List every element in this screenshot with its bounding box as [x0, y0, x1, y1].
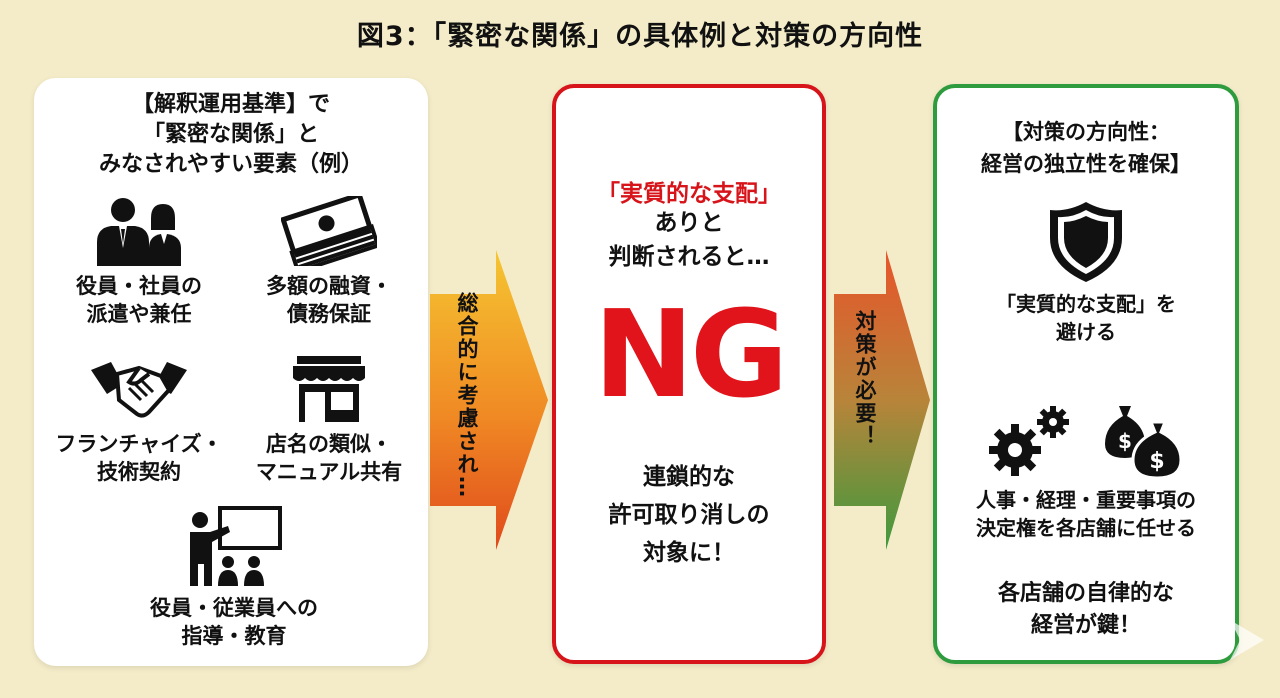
arrow-considered: [430, 250, 548, 550]
storefront-icon: [293, 356, 365, 422]
svg-text:$: $: [1149, 449, 1164, 474]
svg-text:$: $: [1118, 429, 1132, 453]
ng-label: NG: [593, 286, 789, 425]
gears-icon: [989, 406, 1069, 476]
element-caption: 店名の類似・ マニュアル共有: [255, 432, 403, 484]
ng-panel: 「実質的な支配」 ありと 判断されると… NG 連鎖的な 許可取り消しの 対象に…: [552, 84, 826, 664]
element-caption: 役員・従業員への 指導・教育: [150, 596, 318, 648]
elements-panel: 【解釈運用基準】で 「緊密な関係」と みなされやすい要素（例） 役員・社員の 派…: [34, 78, 428, 666]
element-item-franchise: フランチャイズ・ 技術契約: [54, 354, 224, 486]
judged-text: ありと 判断されると…: [608, 210, 770, 270]
element-item-dispatch: 役員・社員の 派遣や兼任: [54, 196, 224, 328]
shield-icon: [1050, 202, 1122, 282]
countermeasure-panel: 【対策の方向性： 経営の独立性を確保】 「実質的な支配」を 避ける: [933, 84, 1239, 664]
countermeasure-heading: 【対策の方向性： 経営の独立性を確保】: [981, 120, 1191, 176]
arrow-considered-label: 総合的に考慮され…: [455, 292, 479, 499]
elements-heading: 【解釈運用基準】で 「緊密な関係」と みなされやすい要素（例）: [98, 92, 363, 177]
money-stack-icon: [281, 196, 377, 266]
presentation-teacher-icon: [190, 506, 282, 586]
element-item-training: 役員・従業員への 指導・教育: [134, 504, 334, 650]
conclusion-text: 各店舗の自律的な 経営が鍵！: [997, 581, 1174, 638]
element-caption: フランチャイズ・ 技術契約: [55, 432, 223, 484]
arrow-needed: [834, 250, 930, 550]
substantial-control-label: 「実質的な支配」: [597, 181, 781, 207]
money-bags-icon: $ $: [1105, 406, 1183, 480]
handshake-icon: [91, 362, 187, 418]
element-caption: 多額の融資・ 債務保証: [266, 274, 392, 326]
countermeasure-caption: 「実質的な支配」を 避ける: [996, 292, 1176, 344]
countermeasure-caption: 人事・経理・重要事項の 決定権を各店舗に任せる: [976, 488, 1196, 540]
figure-title: 図3：「緊密な関係」の具体例と対策の方向性: [356, 21, 924, 52]
arrow-needed-label: 対策が必要！: [853, 310, 877, 448]
countermeasure-avoid-control: 「実質的な支配」を 避ける: [937, 200, 1235, 346]
element-caption: 役員・社員の 派遣や兼任: [76, 274, 202, 326]
element-item-loans: 多額の融資・ 債務保証: [244, 196, 414, 328]
countermeasure-delegate: $ $ 人事・経理・重要事項の 決定権を各店舗に任せる: [937, 400, 1235, 542]
revocation-text: 連鎖的な 許可取り消しの 対象に！: [608, 464, 770, 566]
business-people-icon: [97, 198, 181, 266]
element-item-store-name: 店名の類似・ マニュアル共有: [244, 354, 414, 486]
